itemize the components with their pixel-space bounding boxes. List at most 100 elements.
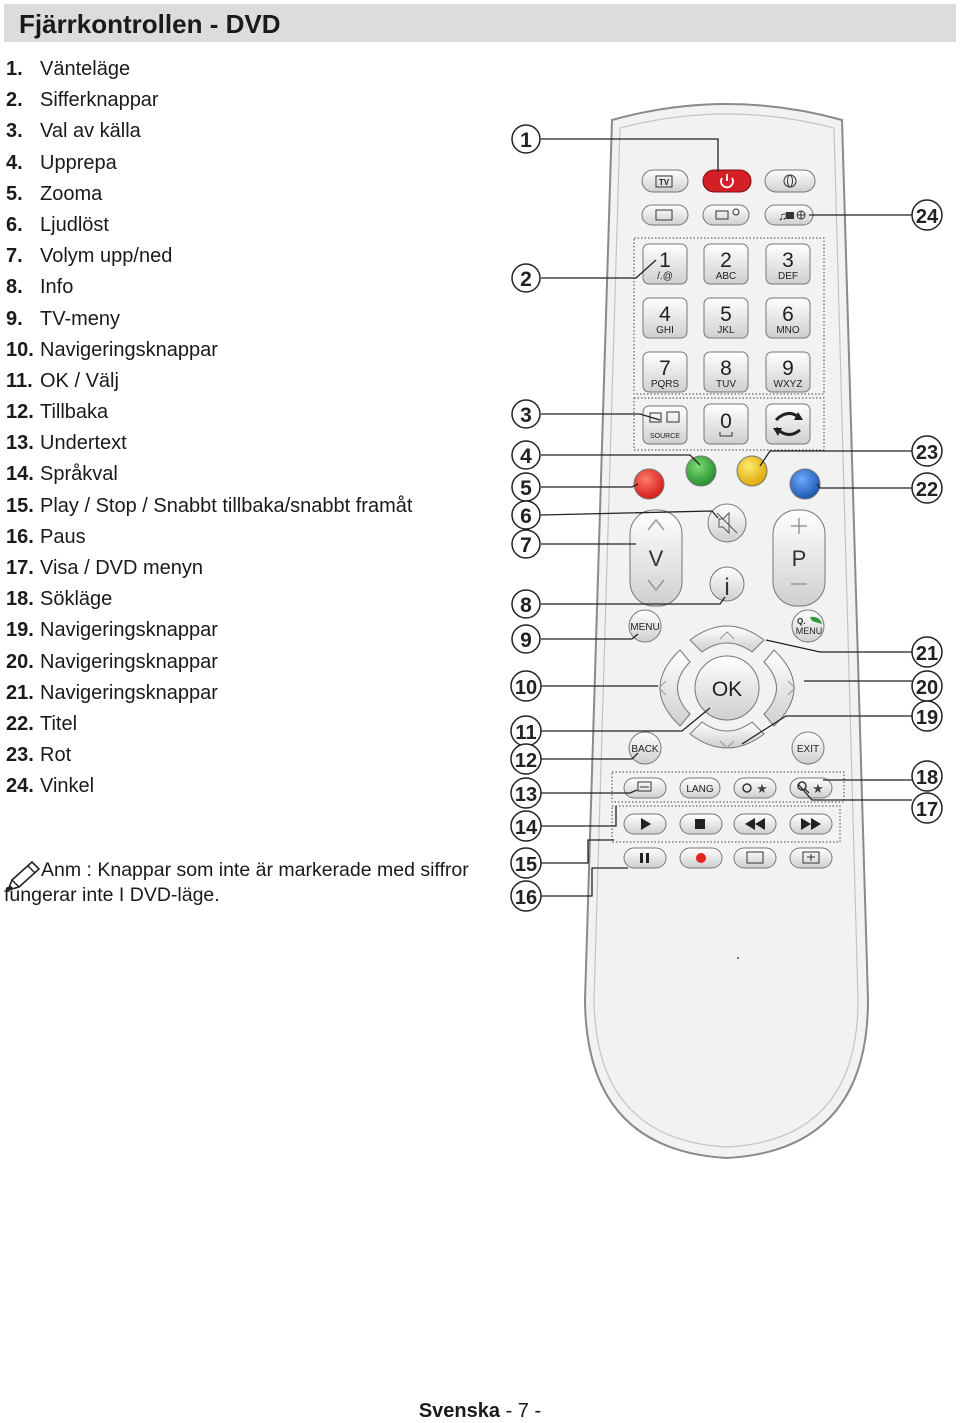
svg-text:21: 21 <box>916 643 938 665</box>
program-rocker[interactable]: P <box>772 509 826 607</box>
play-icon <box>641 818 651 830</box>
key-1[interactable]: 1/.@ <box>642 243 688 285</box>
legend-label: Ljudlöst <box>40 213 109 236</box>
legend-label: Titel <box>40 712 78 735</box>
svg-text:9: 9 <box>520 629 532 652</box>
record-icon <box>696 853 706 863</box>
svg-text:5: 5 <box>520 477 532 500</box>
legend-number: 9. <box>6 307 23 330</box>
callout-18: 18 <box>911 760 943 792</box>
search-mode-button[interactable]: ★ <box>789 777 833 799</box>
volume-down-icon <box>647 579 665 592</box>
footer-page-number: - 7 - <box>505 1400 542 1422</box>
repeat-button[interactable]: ★ <box>733 777 777 799</box>
epg-button[interactable] <box>702 204 750 226</box>
legend-number: 16. <box>6 525 34 548</box>
page-header: Fjärrkontrollen - DVD <box>4 4 956 42</box>
svg-text:TUV: TUV <box>716 379 736 390</box>
rewind-button[interactable] <box>733 813 777 835</box>
legend-item: 2.Sifferknappar <box>6 88 412 119</box>
volume-rocker[interactable]: V <box>629 509 683 607</box>
legend-number: 10. <box>6 338 34 361</box>
pause-button[interactable] <box>623 847 667 869</box>
legend-item: 5.Zooma <box>6 182 412 213</box>
callout-20: 20 <box>911 670 943 702</box>
legend-item: 13.Undertext <box>6 431 412 462</box>
svg-text:EXIT: EXIT <box>797 744 819 755</box>
legend-item: 24.Vinkel <box>6 774 412 805</box>
standby-button[interactable] <box>702 169 752 193</box>
tv-button[interactable]: TV <box>641 169 689 193</box>
callout-1: 1 <box>511 124 541 154</box>
exit-button[interactable]: EXIT <box>791 731 825 765</box>
swap-button[interactable] <box>765 403 811 445</box>
plus-icon <box>791 518 807 534</box>
callout-13: 13 <box>510 777 542 809</box>
legend-item: 12.Tillbaka <box>6 400 412 431</box>
footer-language: Svenska <box>418 1400 501 1422</box>
internet-button[interactable] <box>764 169 816 193</box>
play-button[interactable] <box>623 813 667 835</box>
svg-text:6: 6 <box>782 303 794 326</box>
teletext-button[interactable] <box>641 204 689 226</box>
zoom-screen-icon <box>802 851 820 864</box>
svg-text:10: 10 <box>515 677 537 699</box>
svg-text:18: 18 <box>916 767 938 789</box>
fast-forward-button[interactable] <box>789 813 833 835</box>
note-text-line2: fungerar inte I DVD-läge. <box>4 884 220 906</box>
legend-item: 17.Visa / DVD menyn <box>6 556 412 587</box>
red-button[interactable] <box>633 468 665 500</box>
screen-mode-button[interactable] <box>789 847 833 869</box>
svg-text:3: 3 <box>520 404 532 427</box>
nav-right-button[interactable] <box>763 649 796 727</box>
yellow-button[interactable] <box>736 455 768 487</box>
legend-label: Undertext <box>40 432 127 455</box>
key-0[interactable]: 0 <box>703 403 749 445</box>
legend-number: 22. <box>6 712 34 735</box>
svg-text:MENU: MENU <box>630 622 659 633</box>
subtitle-button[interactable] <box>623 777 667 799</box>
back-button[interactable]: BACK <box>628 731 662 765</box>
svg-text:17: 17 <box>916 799 938 821</box>
legend-item: 8.Info <box>6 275 412 306</box>
note-box: Anm : Knappar som inte är markerade med … <box>4 858 484 908</box>
callout-9: 9 <box>511 624 541 654</box>
svg-text:PQRS: PQRS <box>651 379 680 390</box>
svg-text:LANG: LANG <box>686 784 713 795</box>
page-title: Fjärrkontrollen - DVD <box>19 9 281 39</box>
svg-text:Q.: Q. <box>797 617 805 626</box>
mute-button[interactable] <box>707 503 747 543</box>
svg-text:13: 13 <box>515 784 537 806</box>
source-button[interactable]: SOURCE <box>642 405 688 445</box>
media-browser-button[interactable]: ♫ <box>764 204 814 226</box>
svg-text:ABC: ABC <box>716 271 737 282</box>
tv-button-label: TV <box>659 178 670 187</box>
legend-label: TV-meny <box>40 307 121 330</box>
language-button[interactable]: LANG <box>679 777 721 799</box>
legend-item: 18.Sökläge <box>6 587 412 618</box>
legend-label: Sifferknappar <box>40 89 159 112</box>
legend-number: 15. <box>6 494 34 517</box>
pip-button[interactable] <box>733 847 777 869</box>
svg-text:14: 14 <box>515 817 538 839</box>
nav-up-button[interactable] <box>689 625 765 653</box>
blue-button[interactable] <box>789 468 821 500</box>
info-button[interactable]: i <box>709 566 745 602</box>
nav-left-button[interactable] <box>658 649 691 727</box>
record-button[interactable] <box>679 847 723 869</box>
q-menu-button[interactable]: Q. MENU <box>791 609 825 643</box>
ok-button[interactable]: OK <box>694 655 760 721</box>
green-button[interactable] <box>685 455 717 487</box>
legend-item: 6.Ljudlöst <box>6 213 412 244</box>
stop-button[interactable] <box>679 813 723 835</box>
svg-text:WXYZ: WXYZ <box>774 379 803 390</box>
